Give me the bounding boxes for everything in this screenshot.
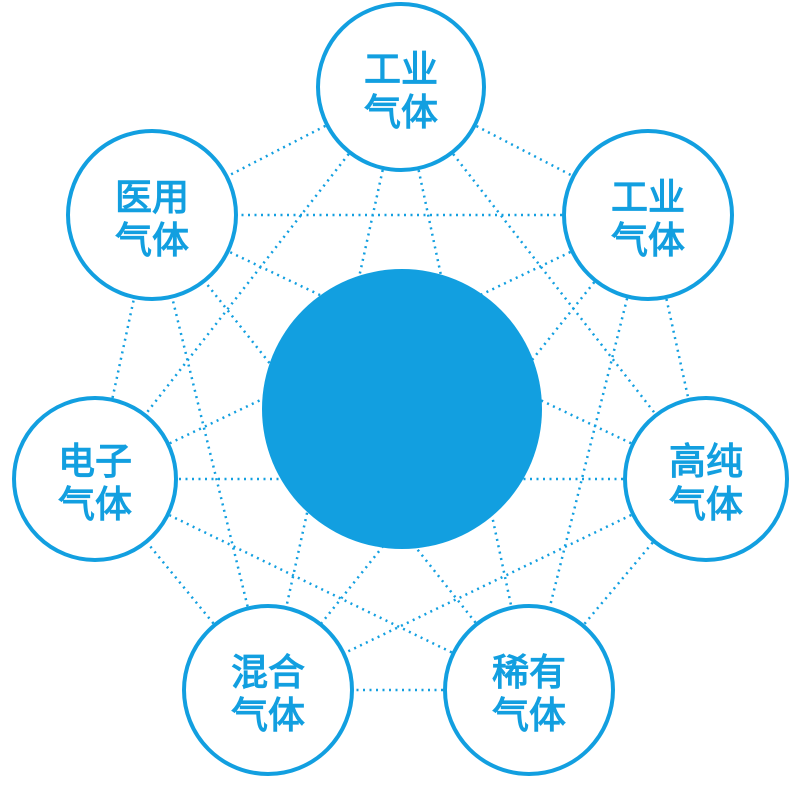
node-label-line: 气体	[492, 694, 566, 737]
node-mixed-gas: 混合气体	[182, 604, 354, 776]
node-label-line: 气体	[611, 219, 685, 262]
node-industrial-gas-right: 工业气体	[562, 129, 734, 301]
node-label-line: 稀有	[492, 651, 566, 694]
node-circle-medical-gas	[66, 129, 238, 301]
edge-line-industrial-gas-right--mixed-gas	[320, 281, 596, 624]
edge-line-industrial-gas-top--mixed-gas	[285, 169, 384, 607]
edge-line-electronic-gas--medical-gas	[111, 298, 136, 399]
node-label-medical-gas: 医用气体	[115, 176, 189, 262]
node-label-line: 气体	[115, 219, 189, 262]
node-medical-gas: 医用气体	[66, 129, 238, 301]
node-circle-rare-gas	[443, 604, 615, 776]
edge-line-high-purity-gas--mixed-gas	[344, 513, 632, 654]
edge-line-mixed-gas--electronic-gas	[146, 542, 215, 625]
node-label-line: 电子	[58, 440, 132, 483]
node-circle-industrial-gas-right	[562, 129, 734, 301]
node-circle-mixed-gas	[182, 604, 354, 776]
edge-line-industrial-gas-top--high-purity-gas	[452, 153, 657, 415]
node-label-line: 气体	[364, 91, 438, 134]
center-hub-circle	[262, 269, 542, 549]
node-label-industrial-gas-top: 工业气体	[364, 48, 438, 134]
edge-line-mixed-gas--medical-gas	[171, 298, 249, 607]
node-label-line: 气体	[231, 694, 305, 737]
node-label-line: 气体	[669, 483, 743, 526]
edge-line-industrial-gas-top--medical-gas	[227, 124, 326, 177]
node-circle-industrial-gas-top	[316, 2, 486, 172]
node-label-line: 工业	[364, 48, 438, 91]
node-label-electronic-gas: 电子气体	[58, 440, 132, 526]
edge-line-rare-gas--medical-gas	[204, 281, 477, 624]
node-high-purity-gas: 高纯气体	[623, 396, 789, 562]
edge-line-industrial-gas-top--industrial-gas-right	[475, 124, 573, 177]
edge-line-industrial-gas-top--electronic-gas	[145, 153, 350, 415]
node-circle-high-purity-gas	[623, 396, 789, 562]
node-label-line: 气体	[58, 483, 132, 526]
node-rare-gas: 稀有气体	[443, 604, 615, 776]
edge-line-industrial-gas-right--rare-gas	[548, 298, 629, 607]
edge-line-industrial-gas-right--high-purity-gas	[665, 298, 690, 399]
node-label-line: 混合	[231, 651, 305, 694]
edge-line-rare-gas--electronic-gas	[169, 514, 453, 654]
edge-line-high-purity-gas--rare-gas	[583, 541, 654, 625]
node-label-rare-gas: 稀有气体	[492, 651, 566, 737]
node-electronic-gas: 电子气体	[12, 396, 178, 562]
node-label-high-purity-gas: 高纯气体	[669, 440, 743, 526]
node-label-line: 医用	[115, 176, 189, 219]
node-label-industrial-gas-right: 工业气体	[611, 176, 685, 262]
node-label-line: 高纯	[669, 440, 743, 483]
node-label-line: 工业	[611, 176, 685, 219]
node-industrial-gas-top: 工业气体	[316, 2, 486, 172]
node-label-mixed-gas: 混合气体	[231, 651, 305, 737]
node-circle-electronic-gas	[12, 396, 178, 562]
